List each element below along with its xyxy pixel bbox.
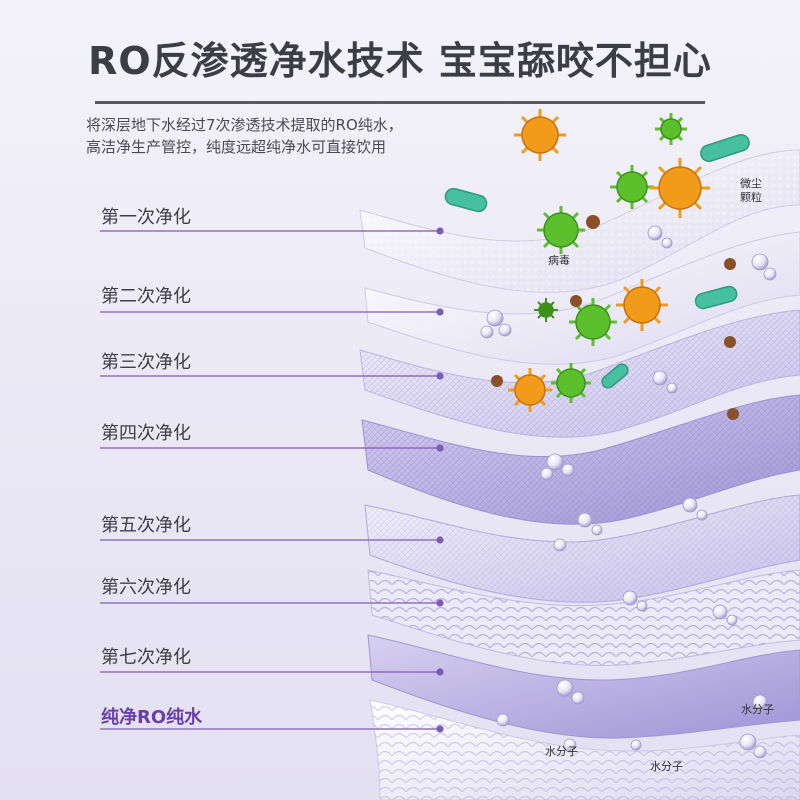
stage-label-5: 第五次净化 bbox=[101, 515, 191, 536]
virus-orange-icon bbox=[508, 109, 710, 412]
water-molecule-label-3: 水分子 bbox=[650, 760, 683, 773]
dust-label: 微尘 颗粒 bbox=[740, 177, 762, 204]
virus-label: 病毒 bbox=[548, 254, 570, 267]
filter-layer-2 bbox=[364, 231, 800, 365]
bacteria-icon bbox=[444, 133, 750, 389]
filter-layer-7 bbox=[367, 634, 800, 739]
water-molecule-label-2: 水分子 bbox=[545, 745, 578, 758]
water-molecule-icon bbox=[480, 225, 777, 759]
description-line-2: 高洁净生产管控，纯度远超纯净水可直接饮用 bbox=[86, 138, 387, 156]
dust-particle-icon bbox=[491, 215, 739, 420]
stage-label-1: 第一次净化 bbox=[101, 207, 191, 228]
leader-lines bbox=[100, 227, 444, 733]
stage-label-6: 第六次净化 bbox=[101, 577, 191, 598]
page-title: RO反渗透净水技术 宝宝舔咬不担心 bbox=[88, 39, 712, 83]
virus-green-icon bbox=[534, 113, 687, 403]
stage-label-2: 第二次净化 bbox=[101, 286, 191, 307]
stage-label-final: 纯净RO纯水 bbox=[101, 707, 203, 728]
stage-label-4: 第四次净化 bbox=[101, 423, 191, 444]
description: 将深层地下水经过7次渗透技术提取的RO纯水， 高洁净生产管控，纯度远超纯净水可直… bbox=[86, 114, 506, 158]
title-divider bbox=[95, 101, 705, 104]
water-molecule-label-1: 水分子 bbox=[741, 703, 774, 716]
description-line-1: 将深层地下水经过7次渗透技术提取的RO纯水， bbox=[86, 116, 403, 134]
stage-label-7: 第七次净化 bbox=[101, 647, 191, 668]
stage-label-3: 第三次净化 bbox=[101, 352, 191, 373]
